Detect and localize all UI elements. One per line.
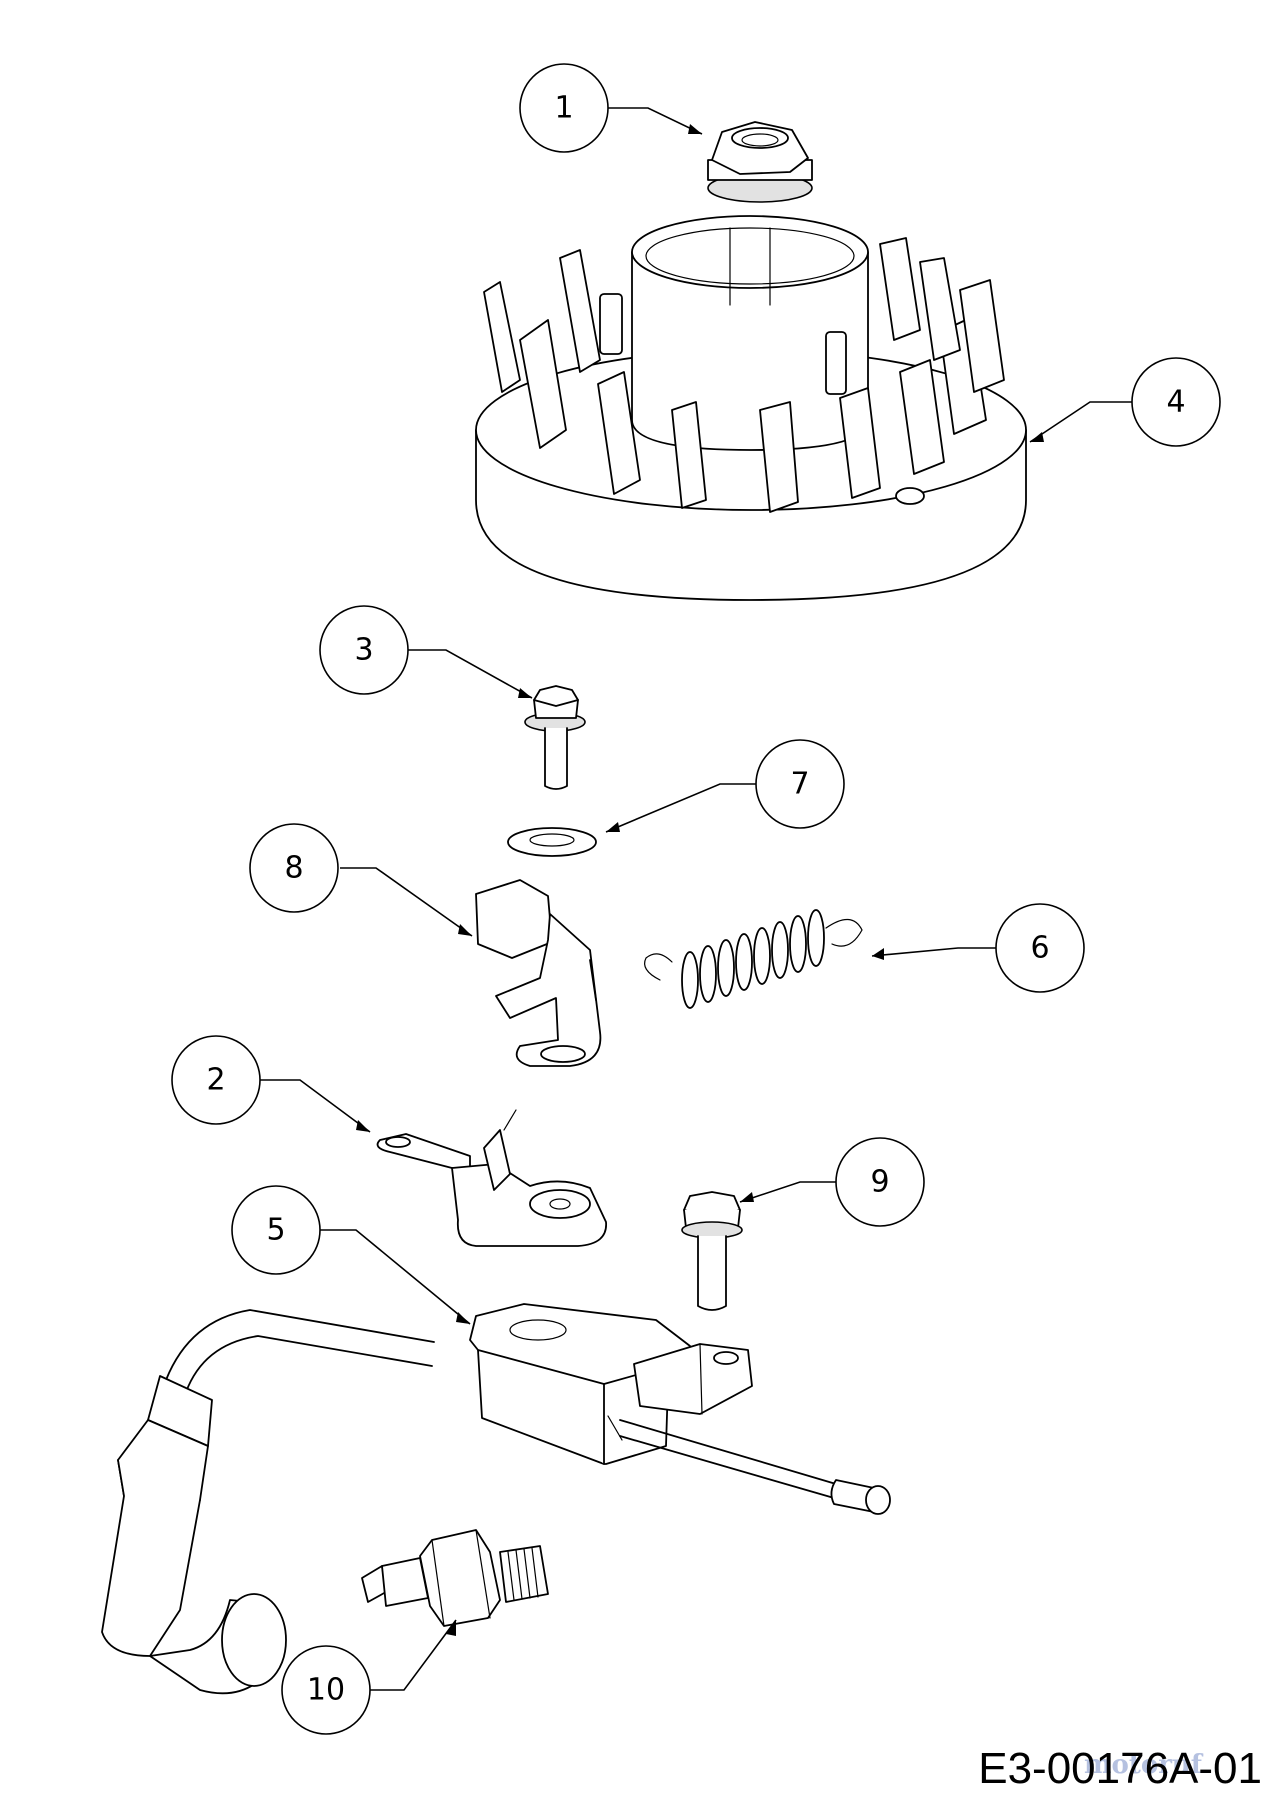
leader-line-1 (608, 107, 703, 135)
drawing-number: E3-00176A-01 (978, 1744, 1262, 1793)
callout-label-8: 8 (284, 851, 303, 886)
leader-line-9 (739, 1181, 836, 1203)
ignition-coil-part (101, 1303, 891, 1695)
callout-2: 2 (171, 1035, 261, 1125)
leader-line-8 (340, 867, 473, 937)
hex-bolt-part (681, 1191, 743, 1311)
leader-arrow-2 (356, 1120, 370, 1132)
leader-arrow-8 (458, 924, 472, 936)
callout-label-5: 5 (266, 1213, 285, 1248)
callout-label-6: 6 (1030, 931, 1049, 966)
callout-3: 3 (319, 605, 409, 695)
brake-lever-part (475, 879, 602, 1067)
leader-line-10 (370, 1619, 457, 1691)
leader-arrow-3 (518, 688, 532, 698)
spring-part (644, 909, 863, 1009)
callout-10: 10 (281, 1645, 371, 1735)
flywheel-nut-part (707, 121, 813, 203)
callout-9: 9 (835, 1137, 925, 1227)
callout-label-10: 10 (307, 1673, 345, 1708)
callout-5: 5 (231, 1185, 321, 1275)
callout-label-3: 3 (354, 633, 373, 668)
flywheel-fins (483, 237, 1005, 513)
flanged-bolt-part (524, 685, 586, 790)
leader-arrow-1 (688, 124, 702, 134)
leader-arrow-7 (606, 822, 620, 832)
ignition-bracket-part (376, 1109, 607, 1247)
callout-7: 7 (755, 739, 845, 829)
leader-arrow-10 (446, 1620, 456, 1636)
leader-arrow-6 (872, 948, 884, 960)
leader-line-4 (1029, 401, 1132, 443)
washer-part (507, 827, 597, 857)
watermark-logo: motoruf (1084, 1750, 1202, 1780)
leader-arrow-9 (740, 1192, 754, 1202)
leader-line-5 (320, 1229, 471, 1325)
callout-label-2: 2 (206, 1063, 225, 1098)
spark-plug-part (361, 1529, 549, 1627)
callout-8: 8 (249, 823, 339, 913)
leader-line-6 (871, 947, 996, 957)
callout-1: 1 (519, 63, 609, 153)
leader-arrow-5 (456, 1312, 470, 1324)
callout-6: 6 (995, 903, 1085, 993)
leader-line-2 (260, 1079, 371, 1133)
leader-line-7 (605, 783, 756, 833)
callout-label-4: 4 (1166, 385, 1185, 420)
callout-4: 4 (1131, 357, 1221, 447)
leader-line-3 (408, 649, 533, 699)
callout-label-7: 7 (790, 767, 809, 802)
leader-lines (260, 107, 1132, 1691)
leader-arrow-4 (1030, 432, 1044, 442)
callout-label-9: 9 (870, 1165, 889, 1200)
callout-label-1: 1 (554, 91, 573, 126)
flywheel-part (475, 215, 1027, 601)
